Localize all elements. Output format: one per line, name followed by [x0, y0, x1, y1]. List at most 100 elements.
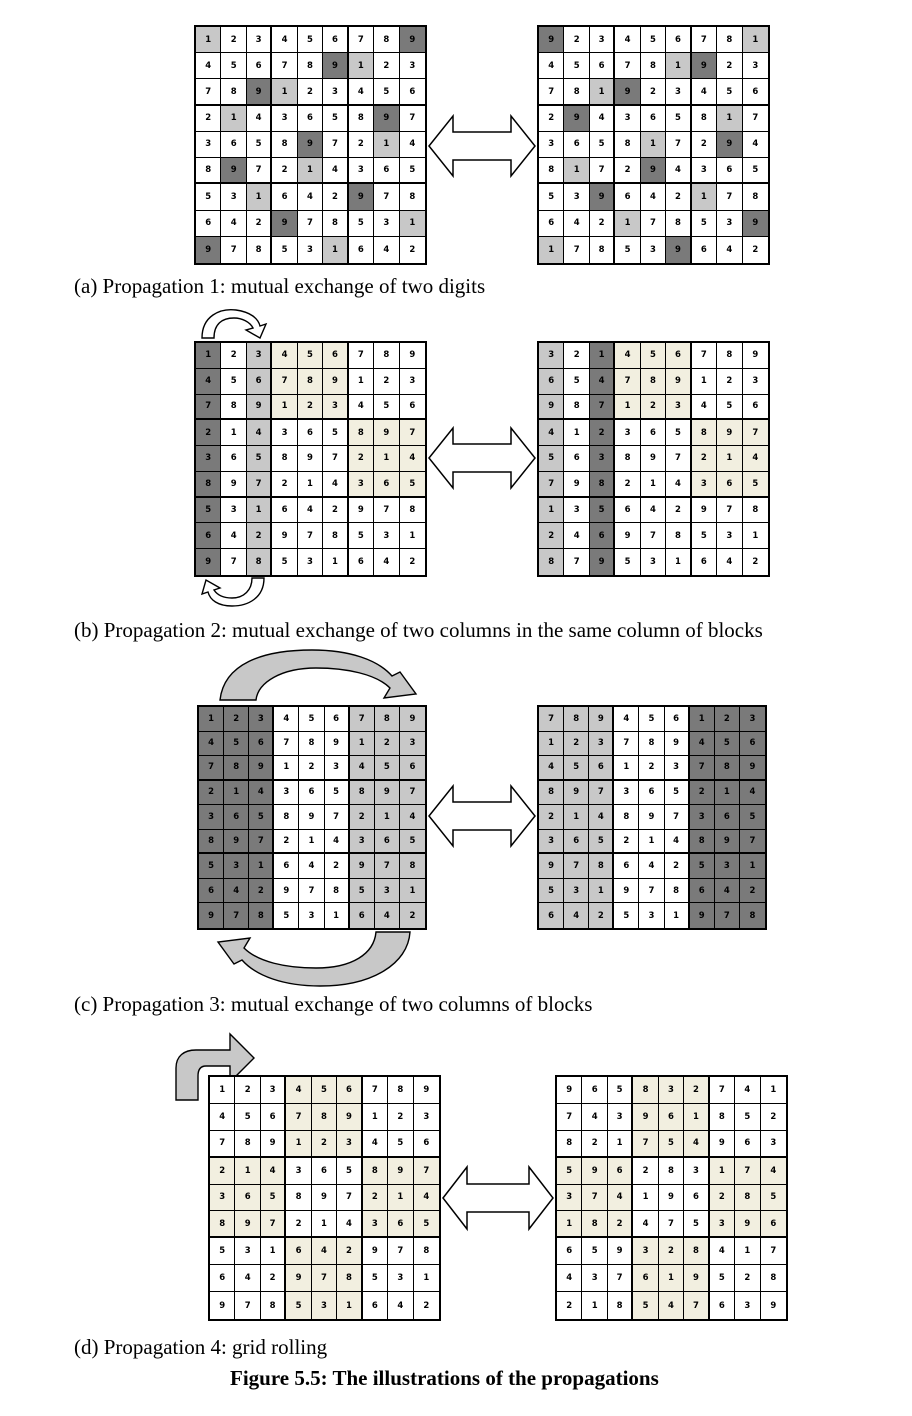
- sudoku-cell: 7: [557, 1103, 583, 1131]
- sudoku-cell: 9: [249, 756, 275, 781]
- sudoku-cell: 6: [297, 105, 324, 132]
- sudoku-cell: 3: [589, 446, 616, 472]
- sudoku-cell: 6: [564, 446, 590, 472]
- sudoku-cell: 6: [640, 105, 667, 132]
- sudoku-cell: 7: [348, 343, 375, 369]
- sudoku-cell: 3: [760, 1130, 786, 1158]
- sudoku-cell: 1: [399, 523, 425, 550]
- sudoku-cell: 1: [297, 471, 324, 498]
- sudoku-cell: 5: [664, 780, 690, 806]
- sudoku-cell: 5: [221, 368, 247, 395]
- sudoku-cell: 4: [349, 756, 375, 781]
- sudoku-cell: 2: [689, 780, 715, 806]
- sudoku-cell: 9: [664, 731, 690, 757]
- sudoku-cell: 1: [691, 184, 718, 211]
- sudoku-cell: 1: [689, 707, 715, 732]
- sudoku-cell: 6: [717, 158, 743, 185]
- sudoku-cell: 9: [640, 158, 667, 185]
- sudoku-cell: 4: [413, 1184, 439, 1212]
- sudoku-cell: 7: [564, 236, 590, 263]
- sudoku-cell: 2: [760, 1103, 786, 1131]
- sudoku-cell: 8: [691, 420, 718, 447]
- sudoku-cell: 3: [607, 1103, 634, 1131]
- sudoku-cell: 1: [286, 1130, 312, 1158]
- sudoku-cell: 3: [221, 184, 247, 211]
- sudoku-cell: 9: [709, 1130, 736, 1158]
- sudoku-cell: 1: [210, 1077, 236, 1104]
- sudoku-cell: 3: [666, 79, 692, 106]
- sudoku-cell: 5: [564, 756, 590, 781]
- sudoku-cell: 8: [691, 105, 718, 132]
- sudoku-cell: 7: [235, 1292, 261, 1319]
- sudoku-cell: 3: [589, 27, 616, 54]
- sudoku-cell: 1: [323, 549, 349, 575]
- sudoku-cell: 2: [196, 420, 222, 447]
- sudoku-cell: 3: [337, 1130, 363, 1158]
- sudoku-cell: 1: [564, 420, 590, 447]
- sudoku-cell: 3: [639, 903, 665, 928]
- sudoku-cell: 6: [658, 1103, 685, 1131]
- sudoku-cell: 2: [388, 1103, 414, 1131]
- sudoku-cell: 1: [633, 1184, 659, 1212]
- sudoku-cell: 2: [714, 707, 740, 732]
- sudoku-cell: 7: [413, 1157, 439, 1185]
- sudoku-cell: 5: [582, 1238, 608, 1266]
- sudoku-cell: 7: [260, 1211, 287, 1239]
- sudoku-cell: 9: [539, 394, 565, 421]
- sudoku-cell: 1: [246, 497, 273, 524]
- sudoku-cell: 9: [349, 854, 375, 879]
- sudoku-cell: 3: [362, 1211, 389, 1239]
- sudoku-cell: 5: [413, 1211, 439, 1239]
- sudoku-cell: 2: [664, 854, 690, 879]
- sudoku-cell: 3: [388, 1265, 414, 1293]
- sudoku-cell: 2: [640, 394, 667, 421]
- sudoku-cell: 1: [735, 1238, 761, 1266]
- sudoku-cell: 3: [691, 471, 718, 498]
- sudoku-cell: 1: [249, 854, 275, 879]
- panel-a-caption: (a) Propagation 1: mutual exchange of tw…: [74, 274, 486, 298]
- sudoku-cell: 3: [714, 854, 740, 879]
- sudoku-cell: 4: [399, 805, 425, 830]
- sudoku-cell: 7: [399, 420, 425, 447]
- sudoku-cell: 8: [323, 523, 349, 550]
- sudoku-cell: 7: [539, 707, 565, 732]
- sudoku-cell: 4: [299, 854, 325, 879]
- sudoku-cell: 7: [714, 903, 740, 928]
- sudoku-cell: 5: [349, 878, 375, 904]
- sudoku-cell: 6: [374, 158, 400, 185]
- sudoku-cell: 2: [272, 158, 298, 185]
- sudoku-cell: 2: [274, 829, 300, 855]
- sudoku-cell: 9: [210, 1292, 236, 1319]
- sudoku-cell: 2: [589, 210, 616, 237]
- sudoku-cell: 2: [246, 210, 273, 237]
- sudoku-cell: 5: [374, 79, 400, 106]
- sudoku-cell: 4: [297, 184, 324, 211]
- sudoku-cell: 1: [615, 210, 641, 237]
- sudoku-cell: 1: [589, 79, 616, 106]
- sudoku-cell: 5: [235, 1103, 261, 1131]
- sudoku-cell: 7: [666, 131, 692, 159]
- sudoku-cell: 2: [399, 903, 425, 928]
- sudoku-cell: 4: [717, 236, 743, 263]
- sudoku-cell: 6: [374, 471, 400, 498]
- sudoku-cell: 8: [221, 394, 247, 421]
- sudoku-cell: 9: [539, 27, 565, 54]
- sudoku-cell: 1: [582, 1292, 608, 1319]
- sudoku-cell: 9: [557, 1077, 583, 1104]
- sudoku-cell: 2: [235, 1077, 261, 1104]
- sudoku-cell: 6: [639, 780, 665, 806]
- panel-d-double-arrow: [442, 1164, 554, 1232]
- sudoku-cell: 8: [633, 1077, 659, 1104]
- sudoku-cell: 7: [742, 105, 768, 132]
- sudoku-cell: 2: [615, 158, 641, 185]
- sudoku-cell: 5: [539, 446, 565, 472]
- sudoku-cell: 9: [666, 368, 692, 395]
- sudoku-cell: 7: [589, 780, 615, 806]
- sudoku-cell: 1: [324, 903, 350, 928]
- sudoku-cell: 7: [760, 1238, 786, 1266]
- sudoku-cell: 9: [374, 105, 400, 132]
- sudoku-cell: 2: [349, 805, 375, 830]
- sudoku-cell: 5: [589, 497, 616, 524]
